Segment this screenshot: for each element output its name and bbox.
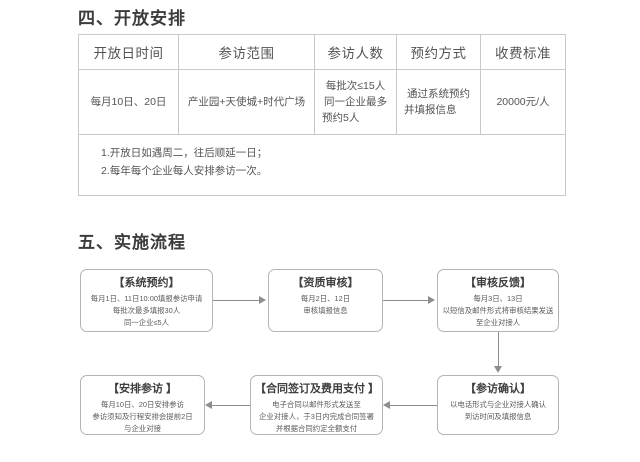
- flow-node-line: 与企业对接: [124, 424, 161, 434]
- table-notes: 1.开放日如遇周二，往后顺延一日； 2.每年每个企业每人安排参访一次。: [78, 134, 566, 196]
- cell-open-day: 每月10日、20日: [78, 69, 179, 135]
- section-heading-implementation-process: 五、实施流程: [78, 233, 186, 252]
- note-item: 1.开放日如遇周二，往后顺延一日；: [101, 147, 268, 159]
- flow-node-title: 【资质审核】: [292, 277, 359, 289]
- connector-node3-node4: [498, 332, 499, 368]
- arrowhead-node4-node5-icon: [383, 401, 390, 409]
- flow-node-line: 审核填报信息: [303, 306, 348, 316]
- table-notes-row: 1.开放日如遇周二，往后顺延一日； 2.每年每个企业每人安排参访一次。: [78, 134, 566, 196]
- flow-node-line: 企业对接人，于3日内完成合同签署: [259, 412, 374, 422]
- flow-node-review-feedback[interactable]: 【审核反馈】 每月3日、13日 以短信及邮件形式将审核结果发送 至企业对接人: [437, 269, 559, 332]
- arrowhead-node1-node2-icon: [259, 296, 266, 304]
- implementation-flowchart: 【系统预约】 每月1日、11日10:00填报参访申请 每批次最多填报30人 同一…: [0, 258, 640, 454]
- flow-node-title: 【合同签订及费用支付 】: [255, 383, 380, 395]
- flow-node-line: 以短信及邮件形式将审核结果发送: [442, 306, 554, 316]
- flow-node-line: 电子合同以邮件形式发送至: [272, 399, 361, 409]
- flow-node-line: 每批次最多填报30人: [112, 306, 181, 316]
- flow-node-title: 【系统预约】: [113, 277, 180, 289]
- section-heading-open-arrangement: 四、开放安排: [78, 9, 186, 28]
- flow-node-title: 【审核反馈】: [465, 277, 531, 289]
- flow-node-body: 每月2日、12日 审核填报信息: [273, 293, 378, 317]
- flow-node-title: 【参访确认】: [465, 383, 531, 395]
- flow-node-contract-payment[interactable]: 【合同签订及费用支付 】 电子合同以邮件形式发送至 企业对接人，于3日内完成合同…: [250, 375, 383, 435]
- flow-node-line: 每月2日、12日: [300, 293, 351, 303]
- column-header-scope: 参访范围: [178, 34, 315, 70]
- column-header-booking-method: 预约方式: [396, 34, 481, 70]
- table-header-row: 开放日时间 参访范围 参访人数 预约方式 收费标准: [78, 34, 566, 70]
- table-row: 每月10日、20日 产业园+天使城+时代广场 每批次≤15人同一企业最多预约5人…: [78, 69, 566, 135]
- column-header-fee: 收费标准: [480, 34, 566, 70]
- flow-node-line: 以电话形式与企业对接人确认: [449, 399, 547, 409]
- flow-node-system-booking[interactable]: 【系统预约】 每月1日、11日10:00填报参访申请 每批次最多填报30人 同一…: [80, 269, 213, 332]
- connector-node4-node5: [389, 405, 437, 406]
- flow-node-line: 并根据合同约定全额支付: [275, 424, 358, 434]
- cell-headcount: 每批次≤15人同一企业最多预约5人: [314, 69, 397, 135]
- flow-node-body: 每月10日、20日安排参访 参访须知及行程安排会提前2日 与企业对接: [85, 399, 200, 434]
- flow-node-visit-confirmation[interactable]: 【参访确认】 以电话形式与企业对接人确认 到访时间及填报信息: [437, 375, 559, 435]
- cell-scope: 产业园+天使城+时代广场: [178, 69, 315, 135]
- flow-node-body: 以电话形式与企业对接人确认 到访时间及填报信息: [442, 399, 554, 423]
- connector-node2-node3: [383, 300, 430, 301]
- flow-node-line: 同一企业≤5人: [123, 318, 170, 328]
- flow-node-body: 电子合同以邮件形式发送至 企业对接人，于3日内完成合同签署 并根据合同约定全额支…: [255, 399, 378, 434]
- flow-node-line: 参访须知及行程安排会提前2日: [92, 412, 193, 422]
- connector-node5-node6: [211, 405, 250, 406]
- column-header-headcount: 参访人数: [314, 34, 397, 70]
- note-item: 2.每年每个企业每人安排参访一次。: [101, 165, 268, 178]
- flow-node-body: 每月3日、13日 以短信及邮件形式将审核结果发送 至企业对接人: [442, 293, 554, 330]
- flow-node-qualification-review[interactable]: 【资质审核】 每月2日、12日 审核填报信息: [268, 269, 383, 332]
- arrowhead-node2-node3-icon: [428, 296, 435, 304]
- column-header-open-day: 开放日时间: [78, 34, 179, 70]
- flow-node-line: 到访时间及填报信息: [464, 412, 532, 422]
- connector-node1-node2: [213, 300, 261, 301]
- cell-fee: 20000元/人: [480, 69, 566, 135]
- flow-node-line: 至企业对接人: [475, 318, 521, 328]
- flow-node-line: 每月1日、11日10:00填报参访申请: [90, 293, 203, 303]
- flow-node-arrange-visit[interactable]: 【安排参访 】 每月10日、20日安排参访 参访须知及行程安排会提前2日 与企业…: [80, 375, 205, 435]
- open-arrangement-table: 开放日时间 参访范围 参访人数 预约方式 收费标准 每月10日、20日 产业园+…: [78, 34, 566, 196]
- flow-node-title: 【安排参访 】: [107, 383, 178, 395]
- arrowhead-node5-node6-icon: [205, 401, 212, 409]
- flow-node-line: 每月3日、13日: [473, 293, 523, 303]
- arrowhead-node3-node4-icon: [494, 366, 502, 373]
- flow-node-line: 每月10日、20日安排参访: [101, 399, 184, 409]
- flow-node-body: 每月1日、11日10:00填报参访申请 每批次最多填报30人 同一企业≤5人: [85, 293, 208, 330]
- cell-booking-method: 通过系统预约并填报信息: [396, 69, 481, 135]
